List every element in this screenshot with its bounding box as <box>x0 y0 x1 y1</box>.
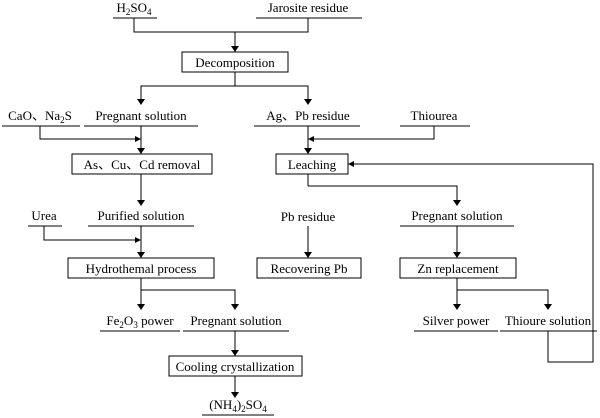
cooling-box: Cooling crystallization <box>168 355 303 377</box>
recovering-pb-label: Recovering Pb <box>271 261 348 276</box>
pregnant-solution-right-label: Pregnant solution <box>411 208 503 223</box>
arrowhead <box>453 200 461 206</box>
cao-na2s-reagent: CaO、Na2S <box>2 108 80 127</box>
recovering-pb-box: Recovering Pb <box>256 257 362 279</box>
arrowhead <box>137 99 145 105</box>
arrowhead <box>137 148 145 154</box>
thioure-solution: Thioure solution <box>500 313 597 332</box>
decomposition-box: Decomposition <box>181 51 289 73</box>
leaching-label: Leaching <box>288 157 337 172</box>
arrowhead <box>304 252 312 258</box>
purified-solution: Purified solution <box>88 208 194 227</box>
jarosite-input: Jarosite residue <box>256 0 362 19</box>
thiourea-input: Thiourea <box>400 108 470 127</box>
pb-residue-label: Pb residue <box>281 209 336 224</box>
pregnant-solution-2-label: Pregnant solution <box>190 313 282 328</box>
purified-solution-label: Purified solution <box>97 208 185 223</box>
removal-label: As、Cu、Cd removal <box>84 157 201 172</box>
pregnant-solution-left-2: Pregnant solution <box>183 313 289 332</box>
ag-pb-residue: Ag、Pb residue <box>254 108 360 127</box>
arrowhead <box>231 350 239 356</box>
svg-text:H2SO4: H2SO4 <box>116 0 152 17</box>
arrowhead <box>308 136 314 142</box>
arrowhead <box>544 304 552 310</box>
decomp-split-line <box>140 85 309 100</box>
leaching-box: Leaching <box>275 153 349 175</box>
ammonium-sulfate-product: (NH4)2SO4 <box>202 397 274 416</box>
arrowhead <box>231 46 239 52</box>
thioure-solution-label: Thioure solution <box>505 313 592 328</box>
hydrothermal-right-split <box>141 289 236 305</box>
hydrothermal-label: Hydrothemal process <box>86 261 197 276</box>
top-merge-line <box>133 18 309 33</box>
arrowhead <box>453 252 461 258</box>
recycle-loop-line <box>354 163 594 363</box>
pb-residue: Pb residue <box>281 209 336 224</box>
pregnant-solution-label: Pregnant solution <box>95 108 187 123</box>
arrowhead <box>137 252 145 258</box>
thiourea-label: Thiourea <box>411 108 458 123</box>
urea-input: Urea <box>28 208 62 227</box>
urea-feed-line <box>43 226 135 241</box>
arrowhead <box>231 392 239 398</box>
zn-replacement-label: Zn replacement <box>417 261 499 276</box>
urea-label: Urea <box>31 208 56 223</box>
arrowhead <box>453 304 461 310</box>
zn-right-split <box>457 289 549 305</box>
h2so4-input: H2SO4 <box>113 0 157 19</box>
zn-replacement-box: Zn replacement <box>399 257 517 279</box>
ag-pb-residue-label: Ag、Pb residue <box>266 108 350 123</box>
arrowhead <box>231 304 239 310</box>
decomposition-label: Decomposition <box>195 55 275 70</box>
pregnant-solution-right: Pregnant solution <box>400 208 514 227</box>
svg-text:Fe2O3 power: Fe2O3 power <box>106 313 174 330</box>
pregnant-solution-left: Pregnant solution <box>84 108 198 127</box>
cooling-label: Cooling crystallization <box>176 359 295 374</box>
arrowhead <box>137 200 145 206</box>
arrowhead <box>135 237 141 243</box>
jarosite-label: Jarosite residue <box>268 0 349 15</box>
silver-power-label: Silver power <box>423 313 490 328</box>
arrowhead <box>348 161 354 167</box>
arrowhead <box>304 99 312 105</box>
thiourea-feed-line <box>314 126 435 140</box>
leaching-right-split <box>308 185 458 201</box>
arrowhead <box>137 304 145 310</box>
reagent-feed-line <box>39 126 135 140</box>
svg-text:(NH4)2SO4: (NH4)2SO4 <box>209 397 267 414</box>
silver-power: Silver power <box>414 313 498 332</box>
removal-box: As、Cu、Cd removal <box>71 153 213 175</box>
hydrothermal-box: Hydrothemal process <box>67 257 215 279</box>
fe2o3-power: Fe2O3 power <box>100 313 180 332</box>
arrowhead <box>135 136 141 142</box>
svg-text:CaO、Na2S: CaO、Na2S <box>8 108 72 125</box>
arrowhead <box>304 148 312 154</box>
